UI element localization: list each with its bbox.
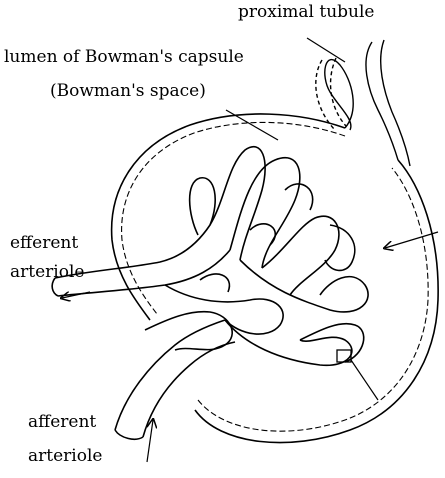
glomerular-capillaries [55,147,368,366]
bowmans-capsule-wall [112,114,439,443]
label-proximal-tubule: proximal tubule [238,2,374,22]
label-efferent-arteriole: arteriole [10,262,84,282]
label-lumen-bowmans-capsule: lumen of Bowman's capsule [4,47,244,67]
pointer-lines [62,38,438,462]
label-afferent: afferent [28,412,96,432]
label-afferent-arteriole: arteriole [28,446,102,466]
label-efferent: efferent [10,233,78,253]
proximal-tubule-drawing [316,40,410,166]
afferent-arteriole-drawing [115,320,235,439]
label-bowmans-space: (Bowman's space) [50,81,206,101]
